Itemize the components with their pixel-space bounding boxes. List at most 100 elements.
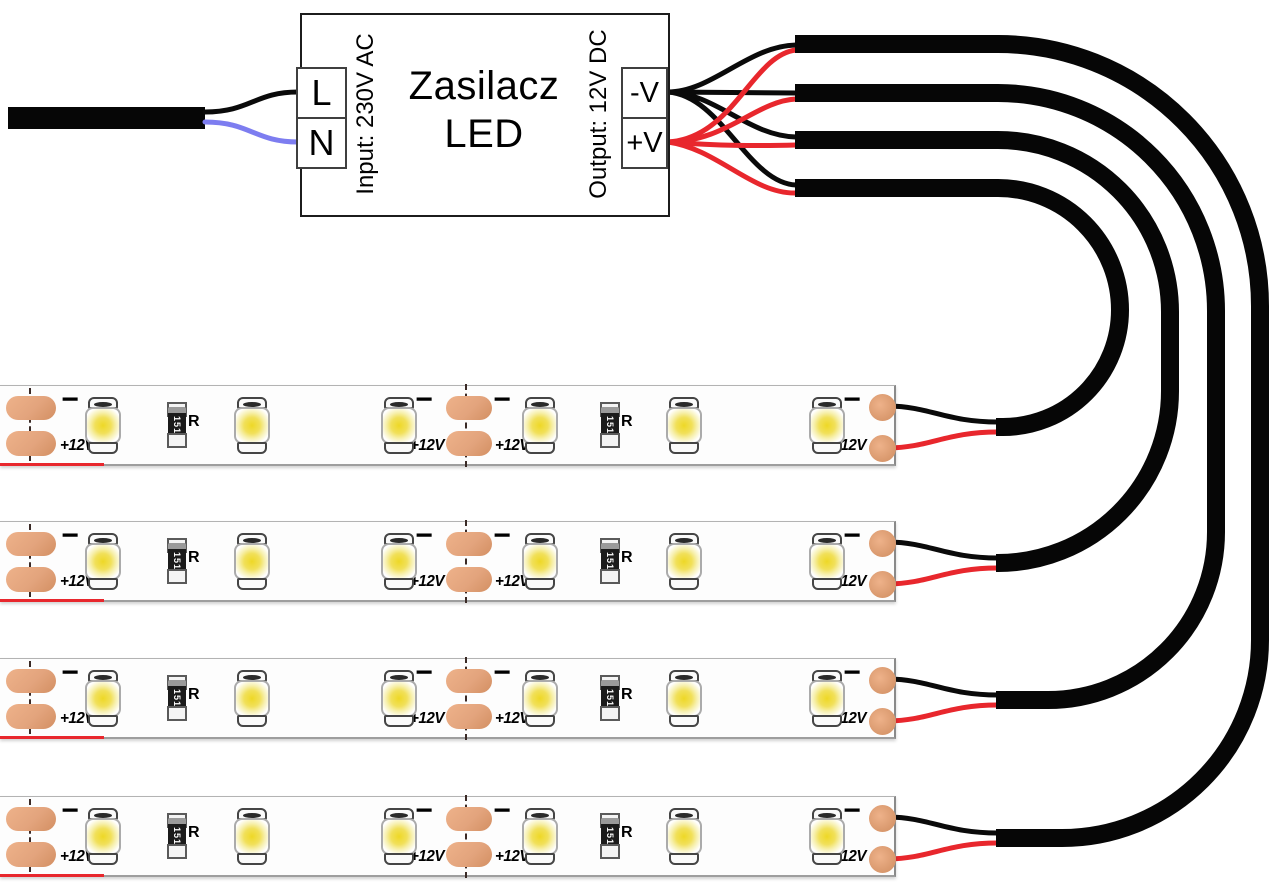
led-electrode-bottom	[525, 578, 555, 590]
led-electrode-mark	[675, 538, 693, 543]
resistor-value: 151	[172, 551, 182, 571]
resistor-footprint-pad	[167, 844, 187, 859]
minus-label: −	[843, 383, 861, 416]
led-chip	[85, 818, 121, 855]
power-supply-title: Zasilacz LED	[384, 62, 584, 158]
led-chip	[85, 543, 121, 580]
minus-label: −	[61, 656, 79, 689]
plus-12v-label: +12V	[409, 710, 445, 727]
minus-label: −	[61, 519, 79, 552]
solder-pad	[6, 842, 56, 867]
led-electrode-bottom	[812, 442, 842, 454]
led-electrode-mark	[531, 402, 549, 407]
led-electrode-bottom	[237, 853, 267, 865]
terminal-negative: -V	[630, 76, 659, 109]
resistor-footprint-pad	[600, 433, 620, 448]
output-cable-1	[795, 35, 1269, 847]
led-electrode-mark	[531, 813, 549, 818]
led-module	[381, 670, 417, 727]
minus-label: −	[61, 794, 79, 827]
led-electrode-bottom	[812, 715, 842, 727]
resistor: 151	[597, 813, 623, 859]
strip-positive-wire-1	[883, 429, 1001, 451]
led-electrode-mark	[531, 675, 549, 680]
led-chip	[234, 680, 270, 717]
led-electrode-bottom	[525, 715, 555, 727]
led-module	[666, 808, 702, 865]
strip-positive-wire-2	[883, 565, 1001, 587]
solder-pad	[6, 567, 56, 592]
led-electrode-mark	[818, 813, 836, 818]
positive-wire-1	[665, 47, 799, 145]
led-chip	[809, 680, 845, 717]
led-chip	[666, 680, 702, 717]
output-cable-4	[795, 179, 1130, 436]
led-electrode-bottom	[88, 578, 118, 590]
solder-pad	[446, 842, 492, 867]
plus-12v-label: +12V	[59, 437, 95, 454]
resistor-footprint-pad	[600, 569, 620, 584]
led-chip	[234, 818, 270, 855]
led-electrode-mark	[94, 675, 112, 680]
led-module	[666, 533, 702, 590]
terminal-live: L	[311, 72, 332, 113]
resistor-label: R	[188, 824, 200, 841]
strip-negative-wire-1	[883, 403, 1001, 425]
solder-pad	[446, 396, 492, 420]
led-electrode-bottom	[88, 442, 118, 454]
cut-line	[465, 520, 467, 603]
led-module	[809, 670, 845, 727]
led-electrode-bottom	[812, 853, 842, 865]
led-electrode-bottom	[237, 442, 267, 454]
cut-line	[29, 524, 31, 597]
input-rating-label: Input: 230V AC	[352, 33, 379, 195]
plus-12v-label: +12V	[494, 437, 530, 454]
solder-pad	[6, 807, 56, 831]
led-electrode-mark	[390, 402, 408, 407]
led-electrode-mark	[531, 538, 549, 543]
input-terminal-block: L N	[296, 67, 347, 169]
strip-positive-wire-4	[883, 840, 1001, 862]
led-chip	[809, 818, 845, 855]
led-electrode-mark	[818, 675, 836, 680]
led-electrode-bottom	[384, 853, 414, 865]
minus-label: −	[493, 519, 511, 552]
led-chip	[85, 407, 121, 444]
led-module	[522, 670, 558, 727]
led-chip	[666, 543, 702, 580]
neutral-wire	[202, 119, 301, 145]
solder-pad	[869, 846, 896, 873]
led-chip	[85, 680, 121, 717]
led-module	[85, 670, 121, 727]
led-module	[234, 670, 270, 727]
led-module	[522, 533, 558, 590]
solder-pad	[446, 669, 492, 693]
solder-pad	[446, 567, 492, 592]
led-electrode-bottom	[237, 578, 267, 590]
positive-wire-3	[665, 139, 799, 149]
led-electrode-mark	[94, 813, 112, 818]
led-electrode-bottom	[669, 578, 699, 590]
negative-wire-1	[665, 42, 799, 95]
minus-label: −	[415, 794, 433, 827]
solder-pad	[869, 394, 896, 421]
led-chip	[381, 818, 417, 855]
resistor-footprint-pad	[167, 433, 187, 448]
led-electrode-bottom	[669, 442, 699, 454]
solder-pad	[6, 532, 56, 556]
resistor-label: R	[188, 686, 200, 703]
resistor-label: R	[188, 413, 200, 430]
led-module	[666, 670, 702, 727]
led-chip	[809, 543, 845, 580]
power-supply-title-line1: Zasilacz	[408, 64, 560, 108]
solder-pad	[446, 532, 492, 556]
cut-mark-red	[0, 874, 104, 877]
led-electrode-bottom	[237, 715, 267, 727]
resistor: 151	[164, 402, 190, 448]
solder-pad	[446, 704, 492, 729]
output-cable-3	[795, 131, 1179, 572]
resistor: 151	[597, 675, 623, 721]
led-electrode-bottom	[88, 715, 118, 727]
